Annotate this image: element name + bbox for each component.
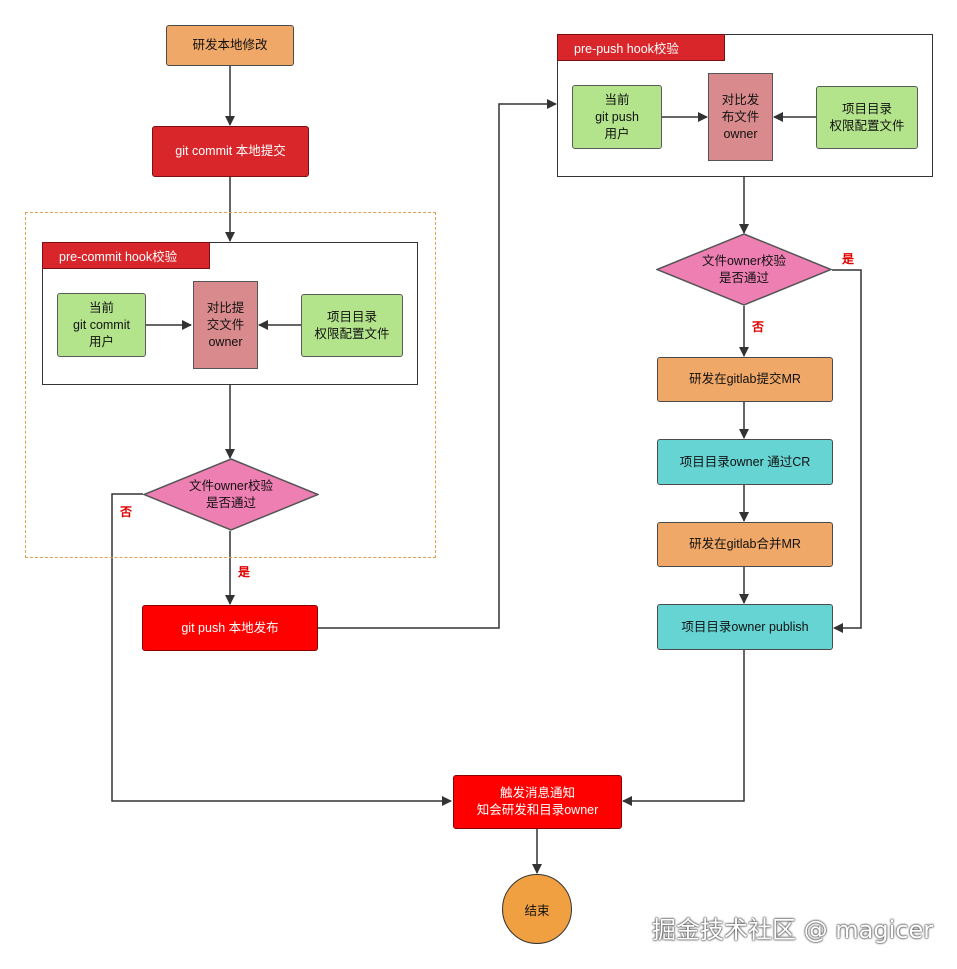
end-node: 结束 [502,874,572,944]
notify-node: 触发消息通知 知会研发和目录owner [453,775,622,829]
dev-modify-node: 研发本地修改 [166,25,294,66]
commit-no-label: 否 [120,505,133,519]
edge-check-yes-to-publish [832,269,862,633]
push-yes-label: 是 [842,252,855,266]
pre-commit-panel [42,242,418,385]
push-check-shape [655,233,833,306]
push-user-node: 当前 git push 用户 [572,85,662,149]
owner-cr-node: 项目目录owner 通过CR [657,439,833,485]
edge-check-no-to-notify [111,493,452,806]
git-commit-node: git commit 本地提交 [152,126,309,177]
commit-config-node: 项目目录 权限配置文件 [301,294,403,357]
commit-check-shape [142,458,320,531]
commit-user-node: 当前 git commit 用户 [57,293,146,357]
pre-commit-title: pre-commit hook校验 [42,242,210,269]
pre-push-panel [557,34,933,177]
commit-yes-label: 是 [238,565,251,579]
push-no-label: 否 [752,320,765,334]
edge-publish-to-notify [622,650,745,806]
owner-publish-node: 项目目录owner publish [657,604,833,650]
push-check-diamond: 文件owner校验 是否通过 [655,233,833,306]
push-compare-node: 对比发 布文件 owner [708,73,773,161]
pre-push-title: pre-push hook校验 [557,34,725,61]
pre-commit-group [25,212,436,558]
push-config-node: 项目目录 权限配置文件 [816,86,918,149]
commit-compare-node: 对比提 交文件 owner [193,281,258,369]
merge-mr-node: 研发在gitlab合并MR [657,522,833,567]
commit-check-diamond: 文件owner校验 是否通过 [142,458,320,531]
edge-push-to-prepush [318,99,557,629]
git-push-node: git push 本地发布 [142,605,318,651]
watermark-text: 掘金技术社区 @ magicer [652,916,934,944]
submit-mr-node: 研发在gitlab提交MR [657,357,833,402]
